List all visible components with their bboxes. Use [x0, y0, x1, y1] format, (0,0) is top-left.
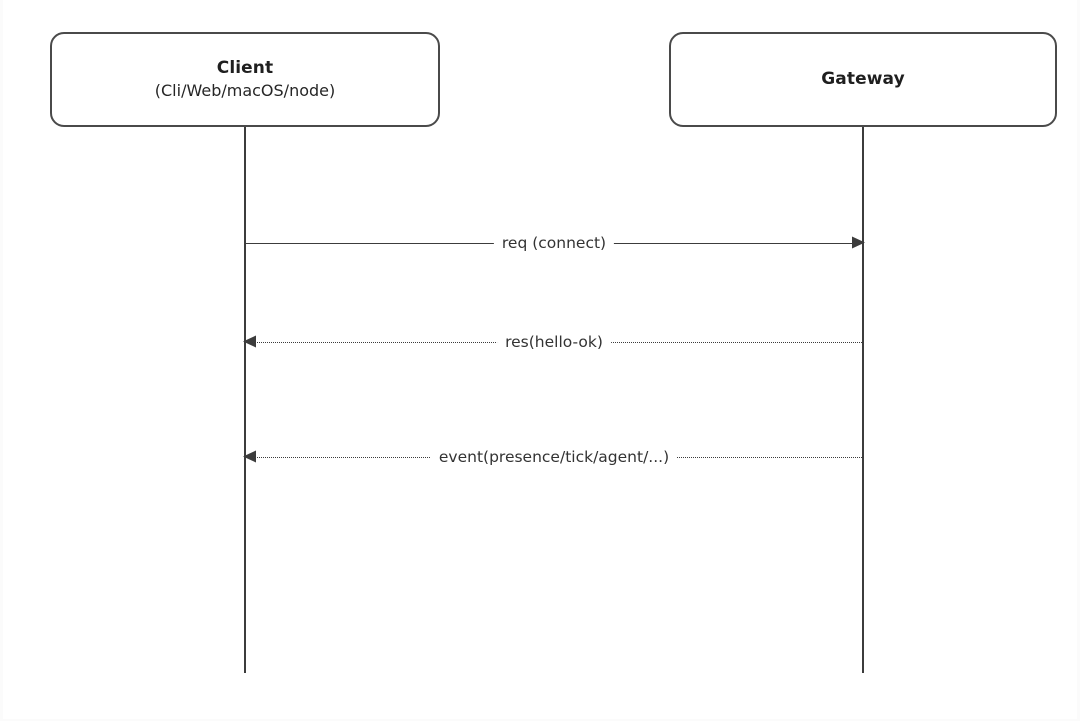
participant-name-gateway: Gateway: [821, 69, 905, 90]
lifeline-client: [244, 127, 246, 673]
arrowhead-right-icon: [852, 236, 865, 249]
participant-box-client[interactable]: Client (Cli/Web/macOS/node): [50, 32, 440, 127]
arrowhead-left-icon: [243, 450, 256, 463]
message-req-connect[interactable]: req (connect): [244, 232, 865, 256]
lifeline-gateway: [862, 127, 864, 673]
message-label: res(hello-ok): [497, 331, 611, 353]
participant-box-gateway[interactable]: Gateway: [669, 32, 1057, 127]
participant-subtitle-client: (Cli/Web/macOS/node): [154, 81, 336, 101]
participant-name-client: Client: [216, 58, 274, 79]
message-label: req (connect): [493, 232, 615, 254]
message-label: event(presence/tick/agent/...): [430, 446, 678, 468]
message-res-hello-ok[interactable]: res(hello-ok): [243, 331, 864, 355]
arrowhead-left-icon: [243, 335, 256, 348]
message-event-presence-tick-agent[interactable]: event(presence/tick/agent/...): [243, 446, 864, 470]
